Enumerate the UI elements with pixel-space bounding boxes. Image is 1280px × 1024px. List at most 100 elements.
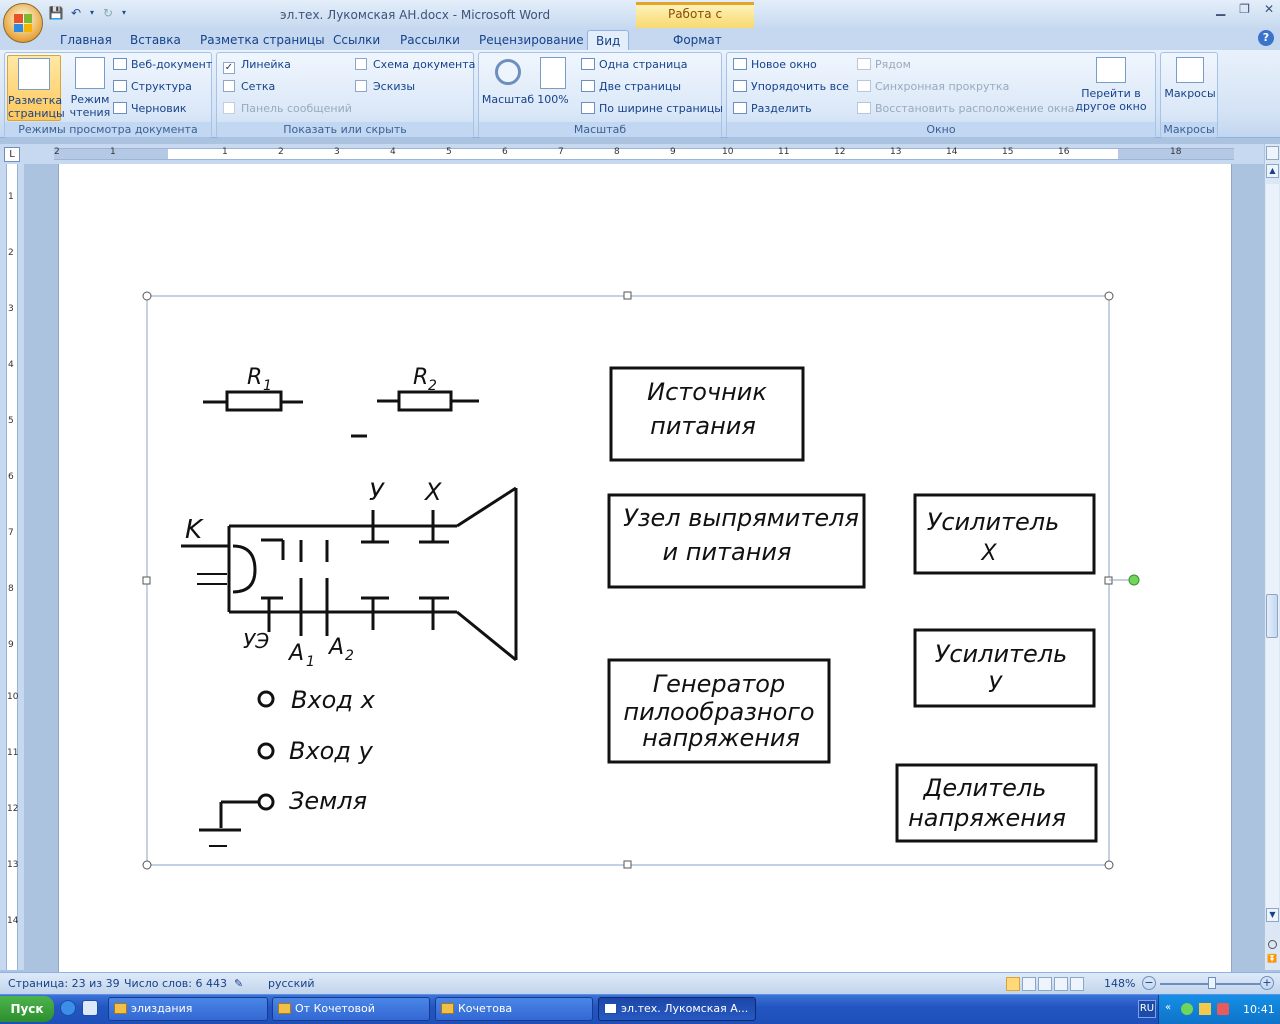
zoom-out-icon[interactable]: − <box>1142 976 1156 990</box>
thumbnails-checkbox[interactable]: Эскизы <box>355 78 415 96</box>
tab-view[interactable]: Вид <box>587 30 630 50</box>
tab-format[interactable]: Формат <box>673 33 722 47</box>
selection-handles[interactable] <box>142 291 1114 870</box>
zoom-in-icon[interactable]: + <box>1260 976 1274 990</box>
document-map-checkbox[interactable]: Схема документа <box>355 56 475 74</box>
tab-home[interactable]: Главная <box>60 33 112 47</box>
tab-insert[interactable]: Вставка <box>130 33 181 47</box>
switch-window-button[interactable]: Перейти в другое окно <box>1069 55 1153 123</box>
ruler-toggle-icon[interactable] <box>1266 146 1279 160</box>
horizontal-ruler[interactable]: 2 1 1 2 3 4 5 6 7 8 9 10 11 12 13 14 15 … <box>54 147 1234 160</box>
customize-qat-icon[interactable]: ▾ <box>121 8 126 17</box>
tab-page-layout[interactable]: Разметка страницы <box>200 33 325 47</box>
side-by-side-button[interactable]: Рядом <box>857 56 911 74</box>
full-reading-button[interactable]: Режим чтения <box>63 55 117 121</box>
draft-button[interactable]: Черновик <box>113 100 187 118</box>
show-desktop-icon[interactable] <box>82 1000 98 1016</box>
split-button[interactable]: Разделить <box>733 100 812 118</box>
save-icon[interactable]: 💾 <box>48 6 64 20</box>
reading-view-icon[interactable] <box>1022 977 1036 991</box>
checkbox-box <box>223 80 235 92</box>
checkbox-box <box>355 58 367 70</box>
close-button[interactable]: ✕ <box>1263 2 1274 16</box>
vertical-scrollbar[interactable]: ▲ ▼ ⏬ <box>1264 144 1280 970</box>
restore-button[interactable]: ❐ <box>1239 2 1250 16</box>
word-count[interactable]: Число слов: 6 443 <box>124 977 227 990</box>
label-input-y: Вход y <box>289 737 374 765</box>
message-bar-checkbox[interactable]: Панель сообщений <box>223 100 352 118</box>
zoom-level[interactable]: 148% <box>1104 977 1136 990</box>
ruler-num: 2 <box>278 147 284 157</box>
document-page[interactable]: R 1 R 2 K У Х УЭ A 1 A 2 Вход x Вход y З… <box>58 164 1232 984</box>
tab-mailings[interactable]: Рассылки <box>400 33 460 47</box>
task-folder-2[interactable]: От Кочетовой <box>272 997 430 1021</box>
page-layout-button[interactable]: Разметка страницы <box>7 55 65 121</box>
label-k: K <box>185 515 204 545</box>
zoom-slider-thumb[interactable] <box>1208 977 1216 989</box>
scroll-track[interactable] <box>1266 184 1279 914</box>
zoom-button[interactable]: Масштаб <box>481 55 535 121</box>
web-view-icon[interactable] <box>1038 977 1052 991</box>
ie-icon[interactable] <box>60 1000 76 1016</box>
undo-dropdown-icon[interactable]: ▾ <box>89 8 94 17</box>
page-count[interactable]: Страница: 23 из 39 <box>8 977 120 990</box>
scroll-up-arrow-icon[interactable]: ▲ <box>1266 164 1279 178</box>
start-button[interactable]: Пуск <box>0 996 54 1022</box>
one-page-icon <box>581 58 595 70</box>
ruler-num: 11 <box>778 147 790 157</box>
minimize-button[interactable]: ▁ <box>1215 2 1226 16</box>
next-page-icon[interactable]: ⏬ <box>1267 954 1277 963</box>
ruler-checkbox[interactable]: ✓Линейка <box>223 56 291 74</box>
grid-checkbox[interactable]: Сетка <box>223 78 275 96</box>
block4-line1: Генератор <box>653 670 785 698</box>
two-pages-button[interactable]: Две страницы <box>581 78 681 96</box>
tray-expand-icon[interactable]: « <box>1165 1002 1172 1013</box>
ruler-num: 1 <box>8 192 14 202</box>
vertical-ruler[interactable]: 1 2 3 4 5 6 7 8 9 10 11 12 13 14 <box>6 164 18 970</box>
web-layout-button[interactable]: Веб-документ <box>113 56 212 74</box>
macros-button[interactable]: Макросы <box>1163 55 1217 121</box>
tab-selector[interactable]: L <box>4 147 20 162</box>
tab-references[interactable]: Ссылки <box>333 33 381 47</box>
ruler-num: 3 <box>8 304 14 314</box>
clock[interactable]: 10:41 <box>1243 1003 1275 1016</box>
office-button[interactable] <box>3 3 43 43</box>
tab-review[interactable]: Рецензирование <box>479 33 584 47</box>
rotate-handle[interactable] <box>1128 574 1140 586</box>
draft-view-icon[interactable] <box>1070 977 1084 991</box>
redo-icon[interactable]: ↻ <box>102 6 114 20</box>
split-label: Разделить <box>751 102 812 115</box>
tray-network-icon[interactable] <box>1199 1003 1211 1015</box>
page-width-button[interactable]: По ширине страницы <box>581 100 723 118</box>
print-layout-view-icon[interactable] <box>1006 977 1020 991</box>
side-by-side-icon <box>857 58 871 70</box>
scroll-down-arrow-icon[interactable]: ▼ <box>1266 908 1279 922</box>
tray-security-icon[interactable] <box>1217 1003 1229 1015</box>
label-a1-sub: 1 <box>306 654 315 670</box>
view-buttons <box>1006 977 1084 991</box>
task-folder-1[interactable]: элиздания <box>108 997 268 1021</box>
block5-line1: Усилитель <box>935 640 1068 668</box>
one-page-button[interactable]: Одна страница <box>581 56 687 74</box>
tray-app-icon[interactable] <box>1181 1003 1193 1015</box>
help-icon[interactable]: ? <box>1258 30 1274 46</box>
outline-view-icon[interactable] <box>1054 977 1068 991</box>
sync-scroll-button[interactable]: Синхронная прокрутка <box>857 78 1009 96</box>
scroll-thumb[interactable] <box>1266 594 1278 638</box>
language[interactable]: русский <box>268 977 315 990</box>
task-folder-3[interactable]: Кочетова <box>435 997 593 1021</box>
label-r1: R <box>247 365 262 390</box>
undo-icon[interactable]: ↶ <box>70 6 82 20</box>
arrange-all-button[interactable]: Упорядочить все <box>733 78 849 96</box>
reset-window-button[interactable]: Восстановить расположение окна <box>857 100 1075 118</box>
browse-object-icon[interactable] <box>1268 940 1277 949</box>
new-window-button[interactable]: Новое окно <box>733 56 817 74</box>
ruler-margin-left <box>54 149 168 159</box>
block1-line1: Источник <box>647 378 767 406</box>
picture-canvas[interactable]: R 1 R 2 K У Х УЭ A 1 A 2 Вход x Вход y З… <box>59 164 1233 984</box>
task-word[interactable]: эл.тех. Лукомская А... <box>598 997 756 1021</box>
proofing-icon[interactable]: ✎ <box>234 977 244 990</box>
zoom-100-button[interactable]: 100% <box>529 55 577 121</box>
language-indicator[interactable]: RU <box>1138 1000 1156 1018</box>
outline-button[interactable]: Структура <box>113 78 192 96</box>
